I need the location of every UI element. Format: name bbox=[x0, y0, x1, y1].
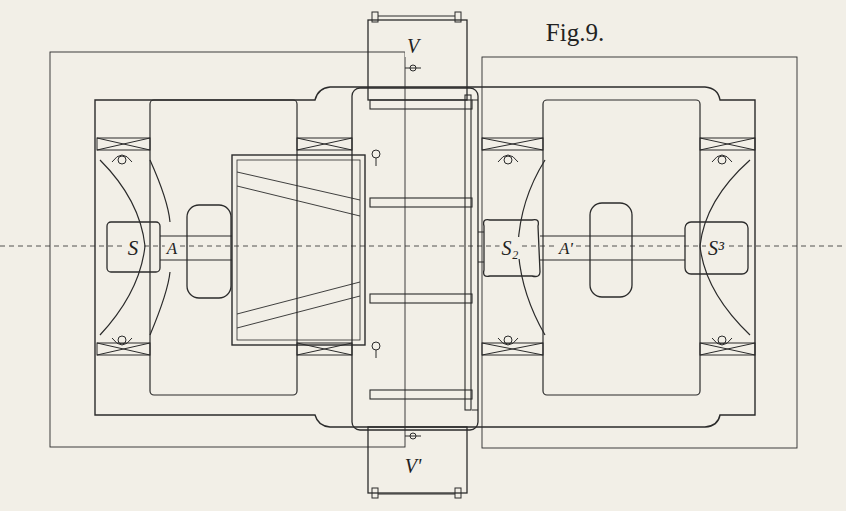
part-label: V' bbox=[403, 455, 424, 477]
part-label: S bbox=[126, 237, 141, 260]
figure-title: Fig.9. bbox=[544, 19, 606, 46]
part-label: S₂ bbox=[500, 237, 521, 259]
part-label: A bbox=[165, 239, 179, 258]
part-label: S³ bbox=[706, 237, 726, 259]
part-label: A' bbox=[557, 239, 575, 258]
part-label: V bbox=[405, 35, 421, 57]
